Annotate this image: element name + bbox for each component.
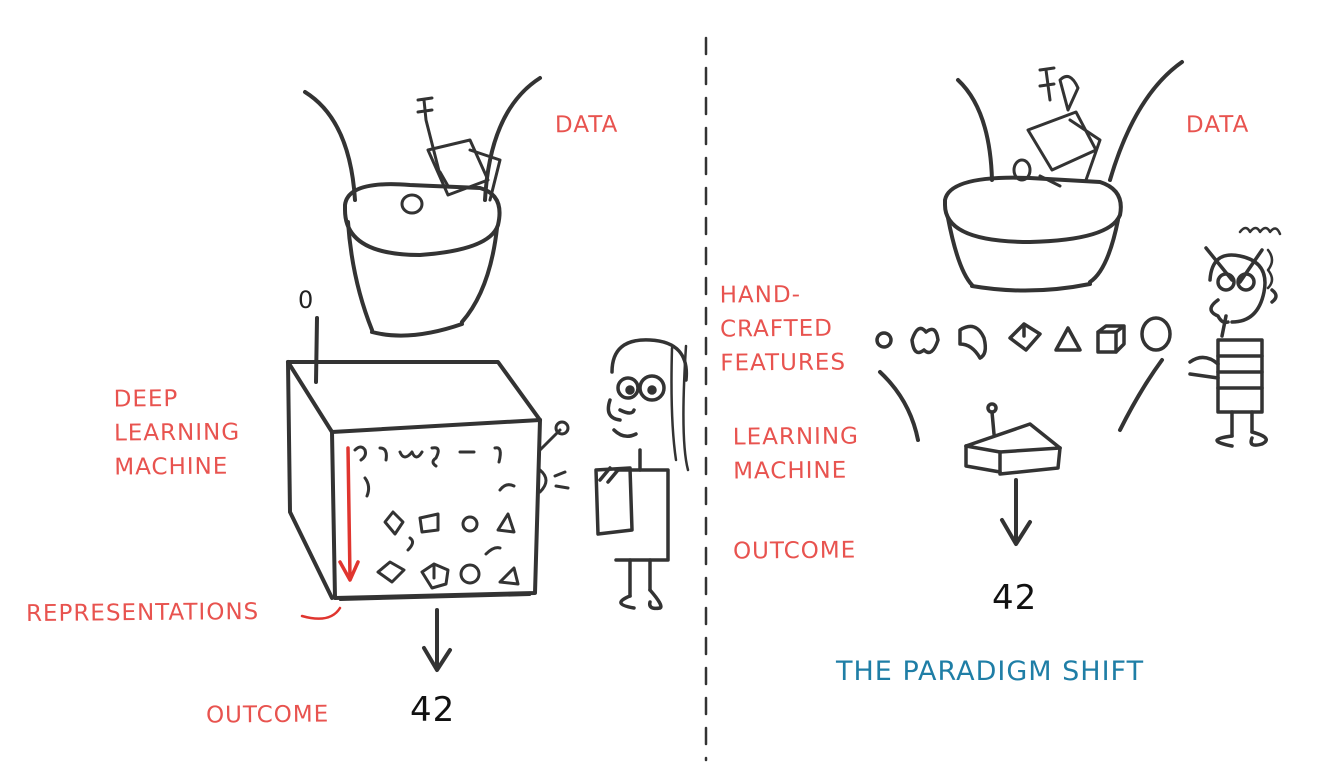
box-machine-icon [286, 360, 542, 601]
arrow-down-icon [1000, 478, 1032, 546]
data-stream-line [956, 78, 994, 182]
arrow-down-icon [422, 608, 452, 672]
pointer-line [300, 606, 342, 620]
learning-machine-label: LEARNING MACHINE [732, 423, 860, 485]
right-outcome-value: 42 [992, 578, 1038, 618]
left-outcome-value: 42 [410, 690, 456, 730]
right-data-label: DATA [1185, 111, 1250, 139]
box-machine-icon [964, 402, 1062, 476]
feature-arc-line [1118, 358, 1164, 432]
dial-stick [314, 316, 319, 384]
lever-icon [538, 420, 570, 494]
feature-arc-line [878, 370, 920, 442]
dial-value: 0 [298, 286, 314, 314]
data-stream-line [303, 90, 357, 202]
deep-learning-machine-label: DEEP LEARNING MACHINE [113, 385, 241, 481]
representation-shapes-icon [353, 445, 520, 590]
data-stream-line [1108, 60, 1184, 182]
funnel-icon [943, 175, 1123, 293]
data-scribble-icon [1012, 66, 1102, 188]
feature-shapes-icon [875, 316, 1172, 360]
funnel-icon [343, 182, 502, 338]
hand-crafted-features-label: HAND- CRAFTED FEATURES [719, 281, 847, 377]
left-data-label: DATA [554, 111, 619, 139]
left-outcome-label: OUTCOME [205, 701, 330, 729]
representations-label: REPRESENTATIONS [25, 598, 260, 628]
data-scribble-icon [400, 96, 502, 215]
arrow-down-icon [338, 446, 360, 582]
scientist-figure-icon [1188, 226, 1282, 448]
right-outcome-label: OUTCOME [732, 537, 857, 565]
paradigm-shift-title: THE PARADIGM SHIFT [836, 656, 1145, 687]
scientist-figure-icon [594, 338, 690, 611]
